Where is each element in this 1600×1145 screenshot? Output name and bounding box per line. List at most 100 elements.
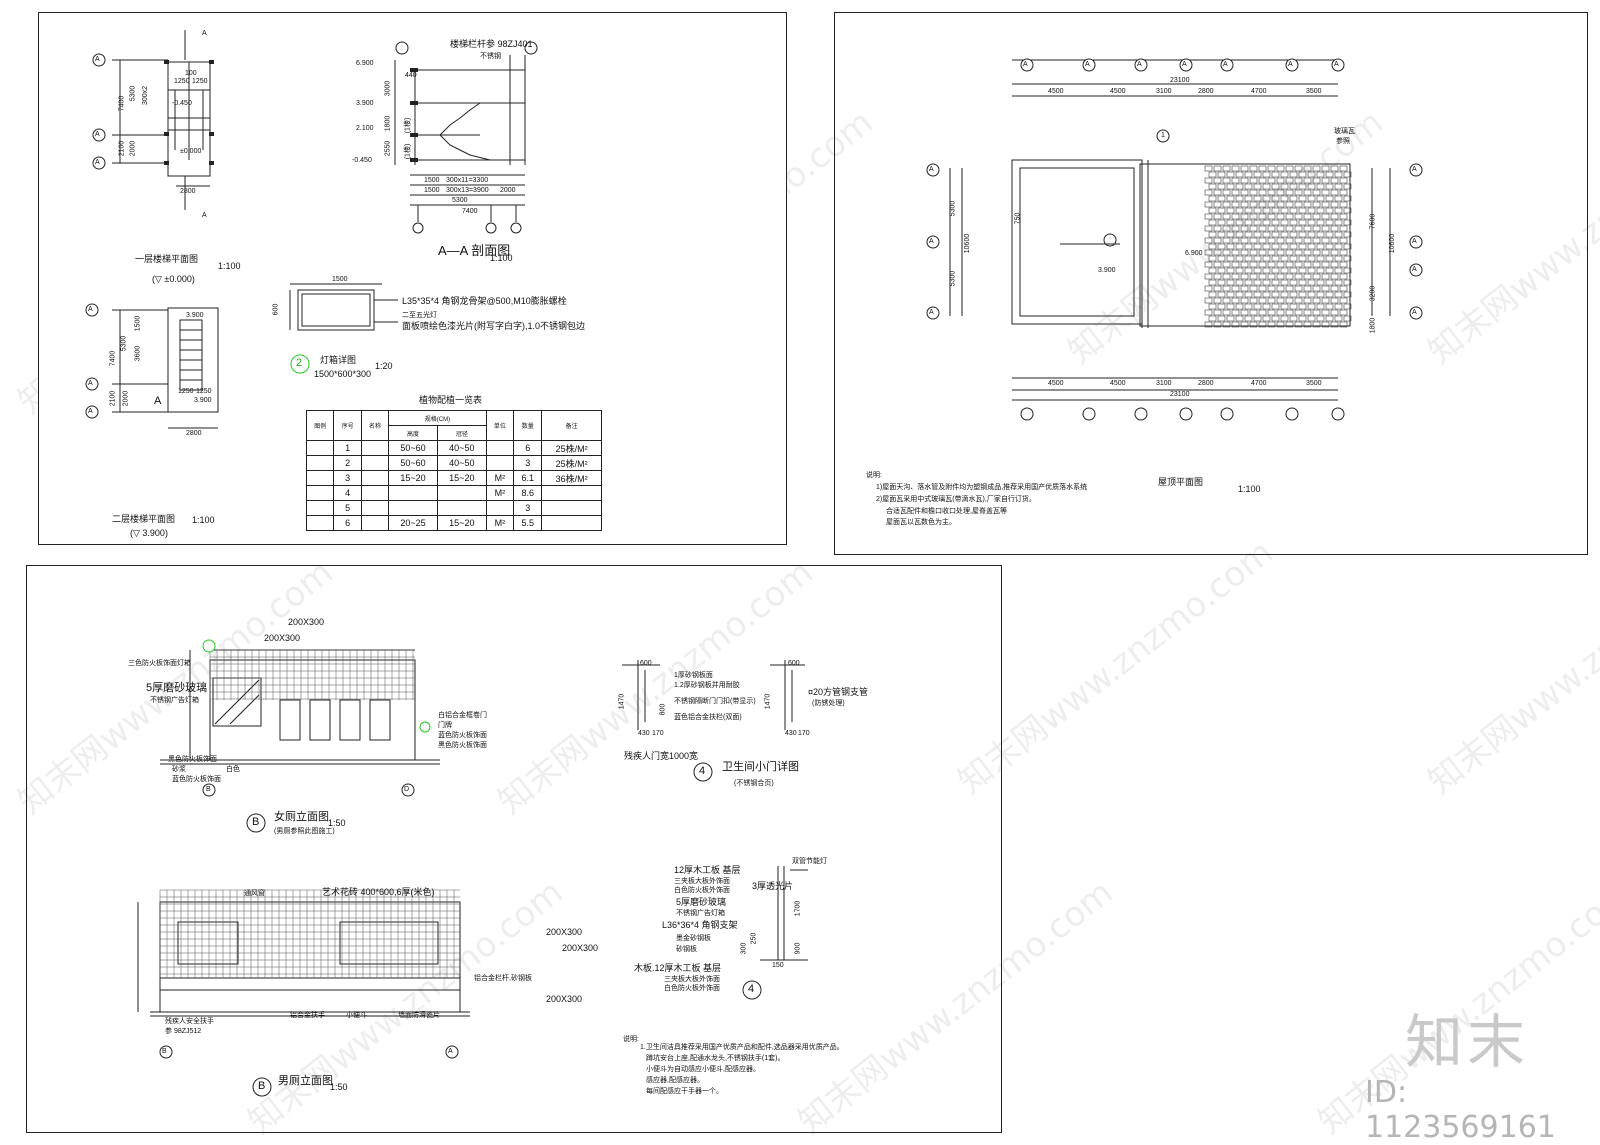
roof-tile xyxy=(1343,231,1352,238)
roof-tile xyxy=(1222,189,1231,196)
roof-tile xyxy=(1276,273,1285,280)
annotation: 不锈钢广告灯箱 xyxy=(676,910,725,917)
roof-tile xyxy=(1343,195,1352,202)
dimension: 600 xyxy=(788,660,800,667)
dimension: 600 xyxy=(272,303,280,316)
roof-tile xyxy=(1222,165,1231,172)
annotation: 艺术花砖 400*600,6厚(米色) xyxy=(322,887,435,897)
roof-tile xyxy=(1285,285,1294,292)
roof-tile xyxy=(1262,171,1271,178)
dimension: 4700 xyxy=(1251,88,1267,95)
roof-tile xyxy=(1258,261,1267,268)
dimension: 4500 xyxy=(1110,380,1126,387)
roof-tile xyxy=(1208,243,1217,250)
roof-tile xyxy=(1312,309,1321,316)
roof-tile xyxy=(1235,243,1244,250)
roof-tile xyxy=(1339,165,1348,172)
annotation: ¤20方管钢支管 xyxy=(808,687,869,697)
roof-tile xyxy=(1334,219,1343,226)
roof-tile xyxy=(1253,267,1262,274)
roof-tile xyxy=(1312,201,1321,208)
roof-tile xyxy=(1325,255,1334,262)
drawing-title: 女厕立面图 xyxy=(274,811,329,823)
roof-tile xyxy=(1289,207,1298,214)
detail-number: B xyxy=(258,1080,266,1092)
roof-tile xyxy=(1271,183,1280,190)
roof-tile xyxy=(1330,273,1339,280)
roof-tile xyxy=(1339,321,1348,328)
roof-tile xyxy=(1325,279,1334,286)
annotation: (防锈处理) xyxy=(812,700,845,707)
roof-tile xyxy=(1244,267,1253,274)
axis-bubble-label: A xyxy=(1412,266,1417,273)
roof-tile xyxy=(1321,177,1330,184)
roof-tile xyxy=(1312,225,1321,232)
roof-tile xyxy=(1316,279,1325,286)
roof-tile xyxy=(1316,207,1325,214)
table-cell: 50~60 xyxy=(388,440,438,456)
roof-tile xyxy=(1222,273,1231,280)
axis-bubble-label: A xyxy=(1288,61,1293,68)
roof-tile xyxy=(1208,171,1217,178)
roof-tile xyxy=(1330,213,1339,220)
annotation: 不锈钢隔断门门扣(带显示) xyxy=(674,698,756,705)
roof-tile xyxy=(1334,315,1343,322)
annotation: 铝合金扶手 xyxy=(290,1012,325,1019)
roof-tile xyxy=(1312,285,1321,292)
roof-tile xyxy=(1213,225,1222,232)
roof-tile xyxy=(1262,291,1271,298)
roof-tile xyxy=(1231,237,1240,244)
annotation: 白色 xyxy=(226,766,240,773)
roof-tile xyxy=(1235,231,1244,238)
roof-tile xyxy=(1294,273,1303,280)
roof-tile xyxy=(1339,189,1348,196)
roof-tile xyxy=(1334,267,1343,274)
annotation: 三色防火板饰面灯箱 xyxy=(128,660,191,667)
roof-tile xyxy=(1258,321,1267,328)
roof-tile xyxy=(1249,309,1258,316)
roof-tile xyxy=(1244,279,1253,286)
level-mark: ±0.000 xyxy=(180,148,202,155)
roof-tile xyxy=(1343,267,1352,274)
roof-tile xyxy=(1213,165,1222,172)
drawing-scale: 1:100 xyxy=(1238,484,1261,494)
table-cell: 36株/M² xyxy=(541,470,602,486)
roof-tile xyxy=(1334,171,1343,178)
dimension: 300 xyxy=(740,942,748,955)
roof-tile xyxy=(1240,321,1249,328)
roof-tile xyxy=(1312,237,1321,244)
roof-tile xyxy=(1258,189,1267,196)
axis-label: A xyxy=(202,30,207,37)
table-row: 6 20~25 15~20 M² 5.5 xyxy=(305,515,602,531)
table-cell xyxy=(485,440,515,456)
dimension: 5300 xyxy=(452,197,468,204)
roof-tile xyxy=(1213,297,1222,304)
level-mark: 3.900 xyxy=(356,100,374,107)
drawing-title: 屋顶平面图 xyxy=(1158,477,1204,487)
roof-tile xyxy=(1231,273,1240,280)
roof-tile xyxy=(1249,249,1258,256)
table-row: 1 50~60 40~50 6 25株/M² xyxy=(305,440,602,456)
table-cell: M² xyxy=(485,485,515,501)
roof-tile xyxy=(1339,213,1348,220)
roof-tile xyxy=(1321,285,1330,292)
roof-tile xyxy=(1276,285,1285,292)
table-cell: 3 xyxy=(513,500,543,516)
roof-tile xyxy=(1271,171,1280,178)
axis-bubble-label: A xyxy=(929,309,934,316)
roof-tile xyxy=(1280,231,1289,238)
annotation: 5厚磨砂玻璃 xyxy=(676,897,727,907)
axis-bubble-label: A xyxy=(448,1048,453,1055)
dimension: 600 xyxy=(640,660,652,667)
note-line: 蹲坑安台上座,配通水龙头,不锈钢扶手(1套)。 xyxy=(646,1055,785,1062)
roof-tile xyxy=(1280,279,1289,286)
roof-tile xyxy=(1208,231,1217,238)
roof-tile xyxy=(1289,195,1298,202)
roof-tile xyxy=(1280,267,1289,274)
roof-tile xyxy=(1298,315,1307,322)
roof-tile xyxy=(1240,237,1249,244)
roof-tile xyxy=(1276,177,1285,184)
roof-tile xyxy=(1244,219,1253,226)
roof-tile xyxy=(1217,231,1226,238)
dimension: 250 xyxy=(750,932,758,945)
